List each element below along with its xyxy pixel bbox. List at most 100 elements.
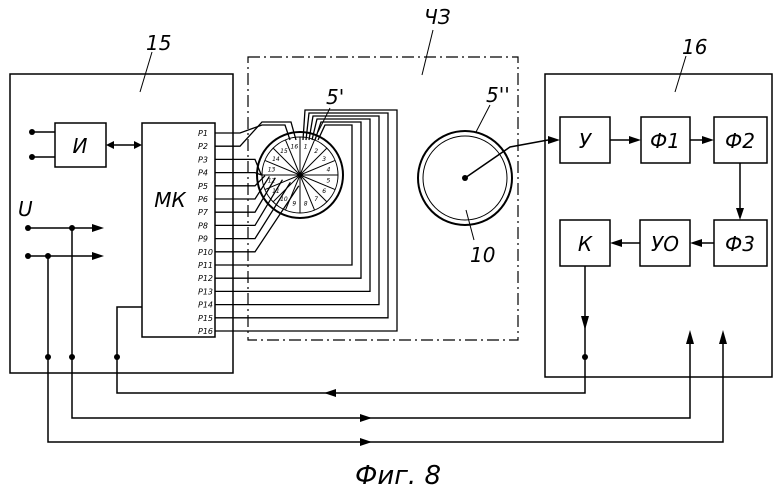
bus-power-outer-up: [719, 330, 727, 344]
pin-wire: [215, 185, 300, 253]
pickup-arrow: [548, 136, 560, 144]
disk-5-double-prime-inner: [422, 135, 508, 221]
disk-5p-sector-label: 14: [272, 156, 280, 163]
pin-wire: [215, 124, 353, 266]
mk-pin-label: P10: [198, 248, 213, 257]
i-input-2-node: [29, 154, 35, 160]
block-ch3-label: ЧЗ: [424, 5, 451, 29]
block-16-frame: [544, 73, 773, 378]
f3-uo-arrow: [690, 239, 702, 247]
disk-5p-sector-label: 6: [322, 188, 326, 195]
u-line-2-node: [25, 253, 31, 259]
block-15-label: 15: [146, 31, 171, 55]
feedback-mk-node: [114, 354, 120, 360]
disk-5p-spoke: [284, 139, 301, 176]
mk-pin-label: P1: [198, 129, 208, 138]
disk-5p-spoke: [299, 174, 336, 191]
f2-f3-arrow: [736, 208, 744, 220]
feedback-line: [116, 266, 586, 394]
disk-5-double-prime-outer: [417, 130, 513, 226]
mk-pin-label: P16: [198, 327, 213, 336]
mk-pin-label: P8: [198, 221, 208, 230]
mk-pin-label: P15: [198, 314, 213, 323]
pickup-line: [464, 139, 549, 179]
mk-pin-label: P4: [198, 169, 208, 178]
i-input-1-node: [29, 129, 35, 135]
disk-10-label: 10: [470, 243, 495, 267]
disk-5p-sector-label: 9: [292, 200, 296, 207]
pin-wire: [215, 112, 389, 319]
pin-wire: [215, 175, 266, 187]
disk-5p-spoke: [299, 139, 316, 176]
disk-5p-spoke: [264, 159, 301, 176]
pin-wire: [215, 121, 362, 279]
block-f1-label: Ф1: [650, 129, 680, 153]
disk-5p-spoke: [299, 159, 336, 176]
u-line-1-arrow: [92, 224, 104, 232]
input-u-label: U: [18, 197, 33, 221]
block-u-label: У: [579, 129, 593, 153]
block-16-leader: [674, 55, 687, 93]
bus-power-inner-up: [686, 330, 694, 344]
block-uo-label: УО: [651, 232, 679, 256]
feedback-k-node: [582, 354, 588, 360]
block-16-label: 16: [682, 35, 707, 59]
mk-pin-label: P7: [198, 208, 209, 217]
disk-5p-spoke: [299, 174, 316, 211]
bus-power-outer-mark: [45, 354, 51, 360]
block-ch3-leader: [421, 29, 434, 76]
disk-5p-sector-label: 16: [291, 144, 299, 151]
disk-10-leader: [465, 209, 475, 241]
block-15-frame: [9, 73, 234, 374]
mk-pin-label: P13: [198, 287, 213, 296]
bus-power-inner-node: [69, 225, 75, 231]
pin-wire: [215, 171, 263, 176]
mk-to-disk-wires: [215, 109, 398, 332]
bus-power-inner-arrow: [360, 414, 372, 422]
disk-5p-sector-label: 13: [268, 166, 276, 173]
pin-wire: [215, 177, 276, 213]
disk-5p-sector-label: 4: [327, 166, 331, 173]
block-f2-label: Ф2: [725, 129, 755, 153]
pin-wire: [215, 124, 291, 141]
disk-5p-spoke: [299, 174, 328, 203]
i-mk-arrow-right: [134, 141, 142, 149]
pin-wire: [215, 181, 291, 240]
mk-pin-label: P2: [198, 142, 208, 151]
disk-5p-label: 5': [326, 85, 344, 109]
feedback-line-arrow: [324, 389, 336, 397]
mk-pin-label: P5: [198, 182, 208, 191]
i-mk-arrow-left: [106, 141, 114, 149]
bus-power-inner-mark: [69, 354, 75, 360]
pin-wire: [215, 179, 284, 227]
pin-wire: [215, 158, 262, 176]
disk-5p-leader: [317, 107, 331, 133]
pin-wire: [215, 109, 398, 332]
disk-5p-spoke: [264, 174, 301, 191]
mk-pin-label: P3: [198, 155, 208, 164]
disk-5p-spoke: [284, 174, 301, 211]
block-ch3-frame: [247, 56, 519, 341]
disk-5p-spoke: [299, 147, 328, 176]
u-f1-arrow: [629, 136, 641, 144]
disk-5p-sector-label: 3: [322, 156, 326, 163]
mk-pin-label: P11: [198, 261, 213, 270]
disk-5p-spoke: [272, 147, 301, 176]
block-f3-label: Ф3: [725, 232, 755, 256]
bus-power-inner: [71, 228, 691, 419]
u-line-2-arrow: [92, 252, 104, 260]
disk-5p-sector-label: 12: [268, 178, 276, 185]
mk-pin-label: P14: [198, 301, 213, 310]
disk-5pp-label: 5'': [486, 83, 510, 107]
disk-5pp-leader: [475, 104, 491, 133]
bus-power-outer-arrow: [360, 438, 372, 446]
uo-k-arrow: [610, 239, 622, 247]
disk-5p-sector-label: 10: [280, 196, 288, 203]
block-15-leader: [139, 51, 153, 93]
pin-wire: [215, 121, 297, 147]
bus-power-outer: [47, 256, 724, 443]
disk-5p-sector-label: 11: [272, 188, 280, 195]
